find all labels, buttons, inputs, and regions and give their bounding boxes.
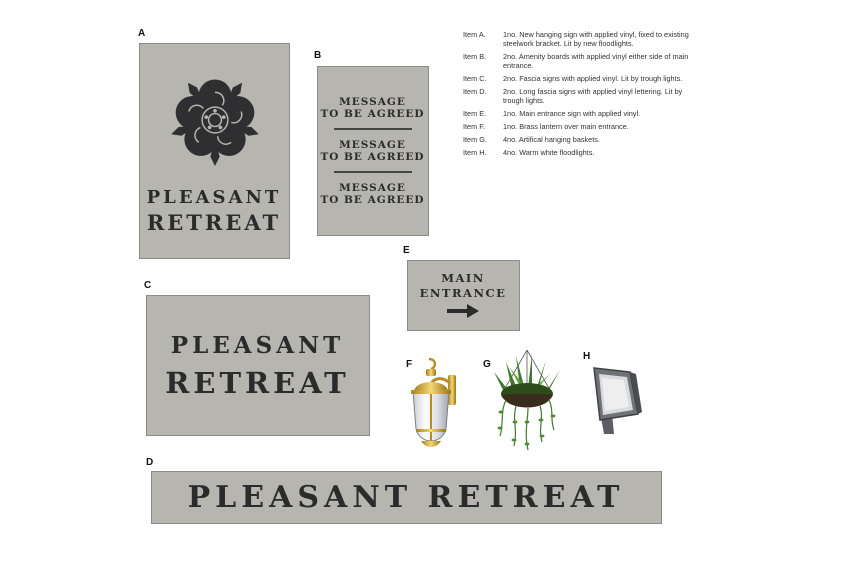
note-row: Item D. 2no. Long fascia signs with appli… — [463, 87, 695, 105]
tudor-rose-icon — [171, 79, 259, 166]
note-label: Item D. — [463, 87, 487, 96]
note-label: Item H. — [463, 148, 487, 157]
sign-a-line2: RETREAT — [146, 210, 282, 235]
sign-e-line2: ENTRANCE — [419, 286, 507, 300]
note-text: 1no. Brass lantern over main entrance. — [503, 122, 629, 131]
label-c: C — [144, 280, 152, 291]
note-row: Item H. 4no. Warm white floodlights. — [463, 148, 695, 157]
brass-lantern-icon — [411, 357, 456, 447]
sign-d-long-fascia-sign: PLEASANT RETREAT — [151, 471, 662, 524]
note-text: 4no. Artifical hanging baskets. — [503, 135, 600, 144]
note-text: 1no. New hanging sign with applied vinyl… — [503, 30, 689, 48]
sign-b-message-3: MESSAGE TO BE AGREED — [320, 182, 425, 206]
note-text: 2no. Long fascia signs with applied viny… — [503, 87, 683, 105]
sign-d-text: PLEASANT RETREAT — [187, 480, 625, 515]
note-label: Item A. — [463, 30, 486, 39]
sign-b-message-list: MESSAGE TO BE AGREED MESSAGE TO BE AGREE… — [318, 96, 427, 206]
note-text: 1no. Main entrance sign with applied vin… — [503, 109, 641, 118]
label-a: A — [138, 28, 146, 39]
sign-b-message-2: MESSAGE TO BE AGREED — [320, 139, 425, 163]
hanging-basket-icon — [494, 350, 560, 451]
note-text: 4no. Warm white floodlights. — [503, 148, 595, 157]
sign-b-amenity-board: MESSAGE TO BE AGREED MESSAGE TO BE AGREE… — [317, 66, 429, 236]
note-row: Item C. 2no. Fascia signs with applied vi… — [463, 74, 695, 83]
label-g: G — [483, 359, 491, 370]
note-row: Item E. 1no. Main entrance sign with appl… — [463, 109, 695, 118]
note-row: Item F. 1no. Brass lantern over main entr… — [463, 122, 695, 131]
sign-e-main-entrance: MAIN ENTRANCE — [407, 260, 520, 331]
label-h: H — [583, 351, 591, 362]
arrow-right-icon — [447, 304, 479, 318]
note-text: 2no. Amenity boards with applied vinyl e… — [503, 52, 689, 70]
sign-a-hanging-sign: PLEASANT RETREAT — [139, 43, 290, 259]
note-label: Item C. — [463, 74, 487, 83]
note-text: 2no. Fascia signs with applied vinyl. Li… — [503, 74, 683, 83]
note-row: Item G. 4no. Artifical hanging baskets. — [463, 135, 695, 144]
sign-a-line1: PLEASANT — [146, 187, 282, 208]
sign-b-divider-1 — [333, 128, 412, 130]
note-label: Item F. — [463, 122, 485, 131]
label-b: B — [314, 50, 322, 61]
sign-b-message-1: MESSAGE TO BE AGREED — [320, 96, 425, 120]
note-label: Item E. — [463, 109, 487, 118]
sign-c-line2: RETREAT — [165, 366, 350, 400]
label-f: F — [406, 359, 413, 370]
sign-b-divider-2 — [333, 171, 412, 173]
label-e: E — [403, 245, 410, 256]
label-d: D — [146, 457, 154, 468]
floodlight-icon — [593, 367, 642, 434]
note-row: Item A. 1no. New hanging sign with applie… — [463, 30, 695, 48]
sign-c-line1: PLEASANT — [170, 332, 345, 359]
note-row: Item B. 2no. Amenity boards with applied … — [463, 52, 695, 70]
item-notes: Item A. 1no. New hanging sign with applie… — [463, 30, 695, 161]
sign-e-line1: MAIN — [441, 271, 485, 285]
note-label: Item G. — [463, 135, 487, 144]
note-label: Item B. — [463, 52, 487, 61]
sign-c-fascia-sign: PLEASANT RETREAT — [146, 295, 370, 436]
